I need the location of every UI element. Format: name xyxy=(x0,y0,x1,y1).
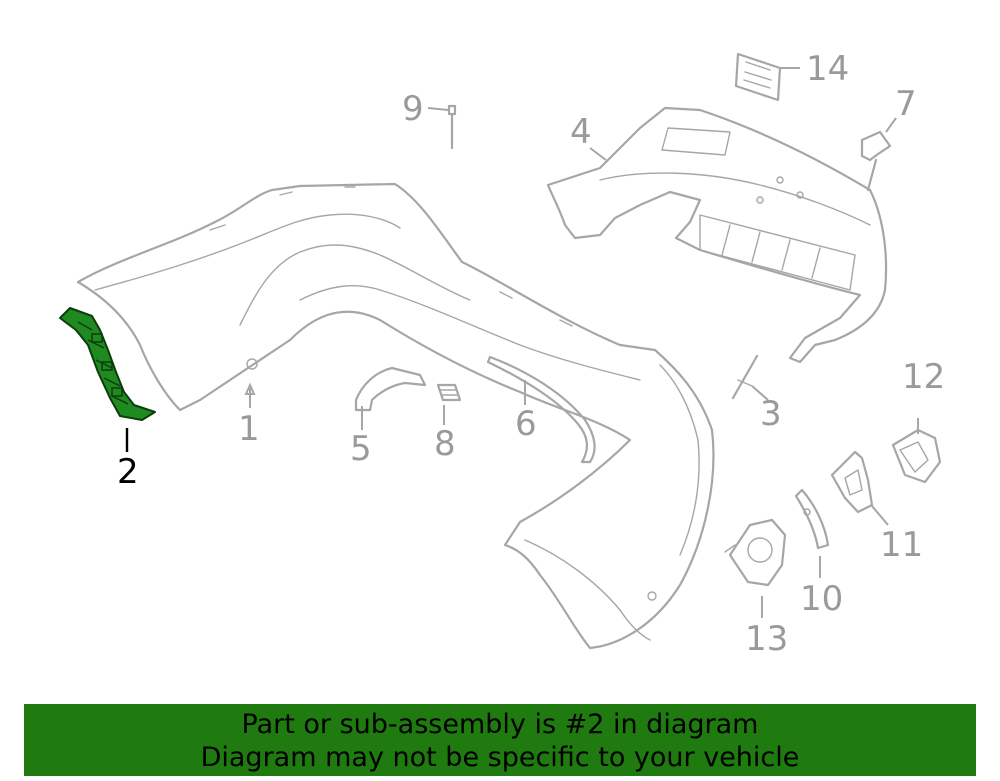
part-2-bracket xyxy=(59,307,156,421)
parts-diagram: 1 2 3 4 5 6 7 8 9 10 11 12 13 14 xyxy=(59,49,945,659)
callout-1: 1 xyxy=(238,409,260,449)
part-11-housing xyxy=(830,450,874,514)
callout-7: 7 xyxy=(895,84,917,124)
part-6-moulding xyxy=(486,355,596,464)
part-12-cover xyxy=(891,428,942,484)
callout-6: 6 xyxy=(515,404,537,444)
part-13-tow-cover xyxy=(724,518,787,587)
callout-4: 4 xyxy=(570,112,592,152)
part-7-sensor xyxy=(860,130,892,192)
callout-14: 14 xyxy=(806,49,849,89)
callout-8: 8 xyxy=(434,424,456,464)
callout-11: 11 xyxy=(880,525,923,565)
part-5-trim xyxy=(354,366,427,412)
leader-lines xyxy=(125,67,919,618)
part-8-clip xyxy=(436,383,462,402)
callout-5: 5 xyxy=(350,429,372,469)
part-14-bracket xyxy=(734,52,782,102)
callout-13: 13 xyxy=(745,619,788,659)
notice-banner: Part or sub-assembly is #2 in diagram Di… xyxy=(24,704,976,776)
banner-line-1: Part or sub-assembly is #2 in diagram xyxy=(241,709,759,740)
callout-2: 2 xyxy=(117,452,139,492)
banner-line-2: Diagram may not be specific to your vehi… xyxy=(200,742,800,773)
callout-3: 3 xyxy=(760,394,782,434)
callout-12: 12 xyxy=(902,357,945,397)
callout-9: 9 xyxy=(402,89,424,129)
callout-10: 10 xyxy=(800,579,843,619)
part-10-trim xyxy=(794,488,830,550)
part-3-strip xyxy=(731,354,759,400)
part-9-bolt xyxy=(447,104,457,150)
part-4-diffuser xyxy=(546,106,888,364)
part-1-bumper-cover xyxy=(76,182,715,650)
